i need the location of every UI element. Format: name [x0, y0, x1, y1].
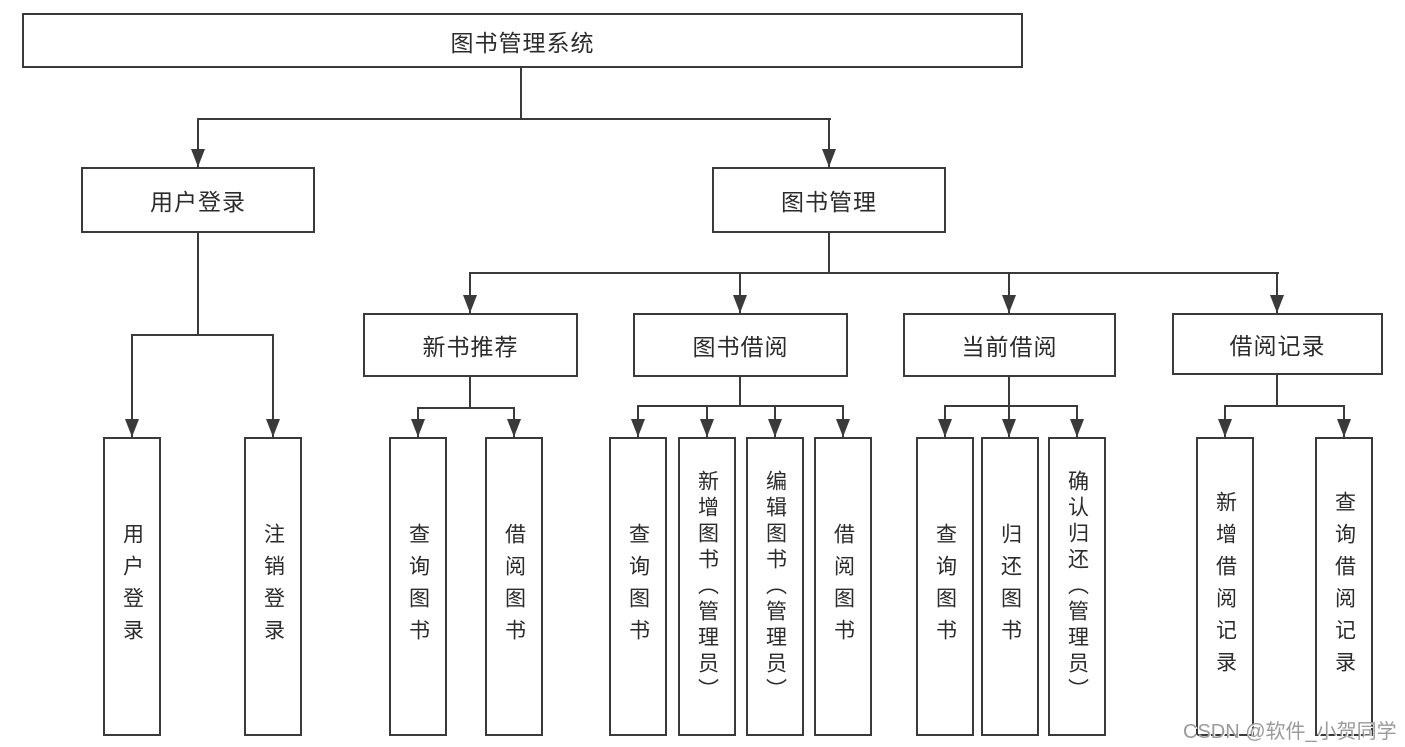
connector-line [469, 377, 471, 408]
leaf-label: 编辑图书（管理员） [763, 469, 787, 704]
leaf-borrow-book-recommend: 借阅图书 [485, 437, 543, 736]
connector-line [469, 272, 471, 313]
connector-line [1008, 272, 1010, 313]
node-root: 图书管理系统 [22, 13, 1023, 68]
node-user-login: 用户登录 [81, 167, 315, 233]
connector-line [828, 118, 830, 167]
node-label: 图书管理系统 [450, 29, 595, 56]
arrow-down-icon [733, 295, 747, 313]
leaf-label: 新增图书（管理员） [695, 469, 719, 704]
leaf-label: 新增借阅记录 [1213, 490, 1237, 683]
leaf-label: 用户登录 [120, 522, 144, 651]
arrow-down-icon [631, 419, 645, 437]
connector-line [1224, 405, 1345, 407]
leaf-query-book-current: 查询图书 [916, 437, 974, 736]
node-label: 借阅记录 [1229, 333, 1326, 359]
connector-line [520, 68, 522, 119]
arrow-down-icon [1070, 419, 1084, 437]
arrow-down-icon [411, 419, 425, 437]
arrow-down-icon [1002, 295, 1016, 313]
leaf-query-book-borrow: 查询图书 [609, 437, 667, 736]
leaf-add-book-admin: 新增图书（管理员） [678, 437, 736, 736]
arrow-down-icon [266, 419, 280, 437]
node-new-book-recommend: 新书推荐 [363, 313, 578, 377]
arrow-down-icon [1002, 419, 1016, 437]
connector-line [1276, 272, 1278, 313]
leaf-return-book: 归还图书 [981, 437, 1039, 736]
leaf-label: 注销登录 [261, 522, 285, 651]
leaf-user-login: 用户登录 [103, 437, 161, 736]
leaf-confirm-return-admin: 确认归还（管理员） [1048, 437, 1106, 736]
leaf-label: 查询图书 [406, 522, 430, 651]
node-label: 新书推荐 [422, 334, 519, 360]
arrow-down-icon [700, 419, 714, 437]
connector-line [197, 118, 199, 167]
arrow-down-icon [836, 419, 850, 437]
node-label: 当前借阅 [961, 334, 1058, 360]
node-label: 图书借阅 [692, 334, 789, 360]
leaf-query-borrow-record: 查询借阅记录 [1315, 437, 1373, 736]
connector-line [739, 272, 741, 313]
connector-line [197, 233, 199, 335]
connector-line [1276, 375, 1278, 406]
arrow-down-icon [507, 419, 521, 437]
leaf-query-book-recommend: 查询图书 [389, 437, 447, 736]
arrow-down-icon [191, 149, 205, 167]
watermark: CSDN @软件_小贺同学 [1183, 721, 1397, 743]
leaf-label: 确认归还（管理员） [1065, 469, 1089, 704]
leaf-label: 查询图书 [933, 522, 957, 651]
leaf-label: 借阅图书 [502, 522, 526, 651]
leaf-label: 查询图书 [626, 522, 650, 651]
connector-line [417, 407, 515, 409]
arrow-down-icon [463, 295, 477, 313]
arrow-down-icon [938, 419, 952, 437]
leaf-edit-book-admin: 编辑图书（管理员） [746, 437, 804, 736]
connector-line [1008, 376, 1010, 406]
node-label: 用户登录 [150, 189, 246, 215]
arrow-down-icon [822, 149, 836, 167]
node-book-management: 图书管理 [712, 167, 946, 233]
leaf-label: 借阅图书 [831, 522, 855, 651]
connector-line [197, 118, 831, 120]
connector-line [739, 376, 741, 406]
node-book-borrow: 图书借阅 [633, 313, 848, 377]
node-borrow-records: 借阅记录 [1172, 313, 1383, 375]
connector-line [944, 405, 1078, 407]
leaf-borrow-book: 借阅图书 [814, 437, 872, 736]
arrow-down-icon [1270, 295, 1284, 313]
arrow-down-icon [768, 419, 782, 437]
leaf-add-borrow-record: 新增借阅记录 [1196, 437, 1254, 736]
node-current-borrow: 当前借阅 [903, 313, 1116, 377]
connector-line [131, 334, 133, 437]
leaf-logout: 注销登录 [244, 437, 302, 736]
connector-line [131, 334, 274, 336]
connector-line [272, 334, 274, 437]
node-label: 图书管理 [781, 189, 877, 215]
connector-line [637, 405, 844, 407]
leaf-label: 查询借阅记录 [1332, 490, 1356, 683]
connector-line [828, 233, 830, 273]
leaf-label: 归还图书 [998, 522, 1022, 651]
connector-line [469, 272, 1279, 274]
arrow-down-icon [1218, 419, 1232, 437]
arrow-down-icon [1337, 419, 1351, 437]
arrow-down-icon [125, 419, 139, 437]
